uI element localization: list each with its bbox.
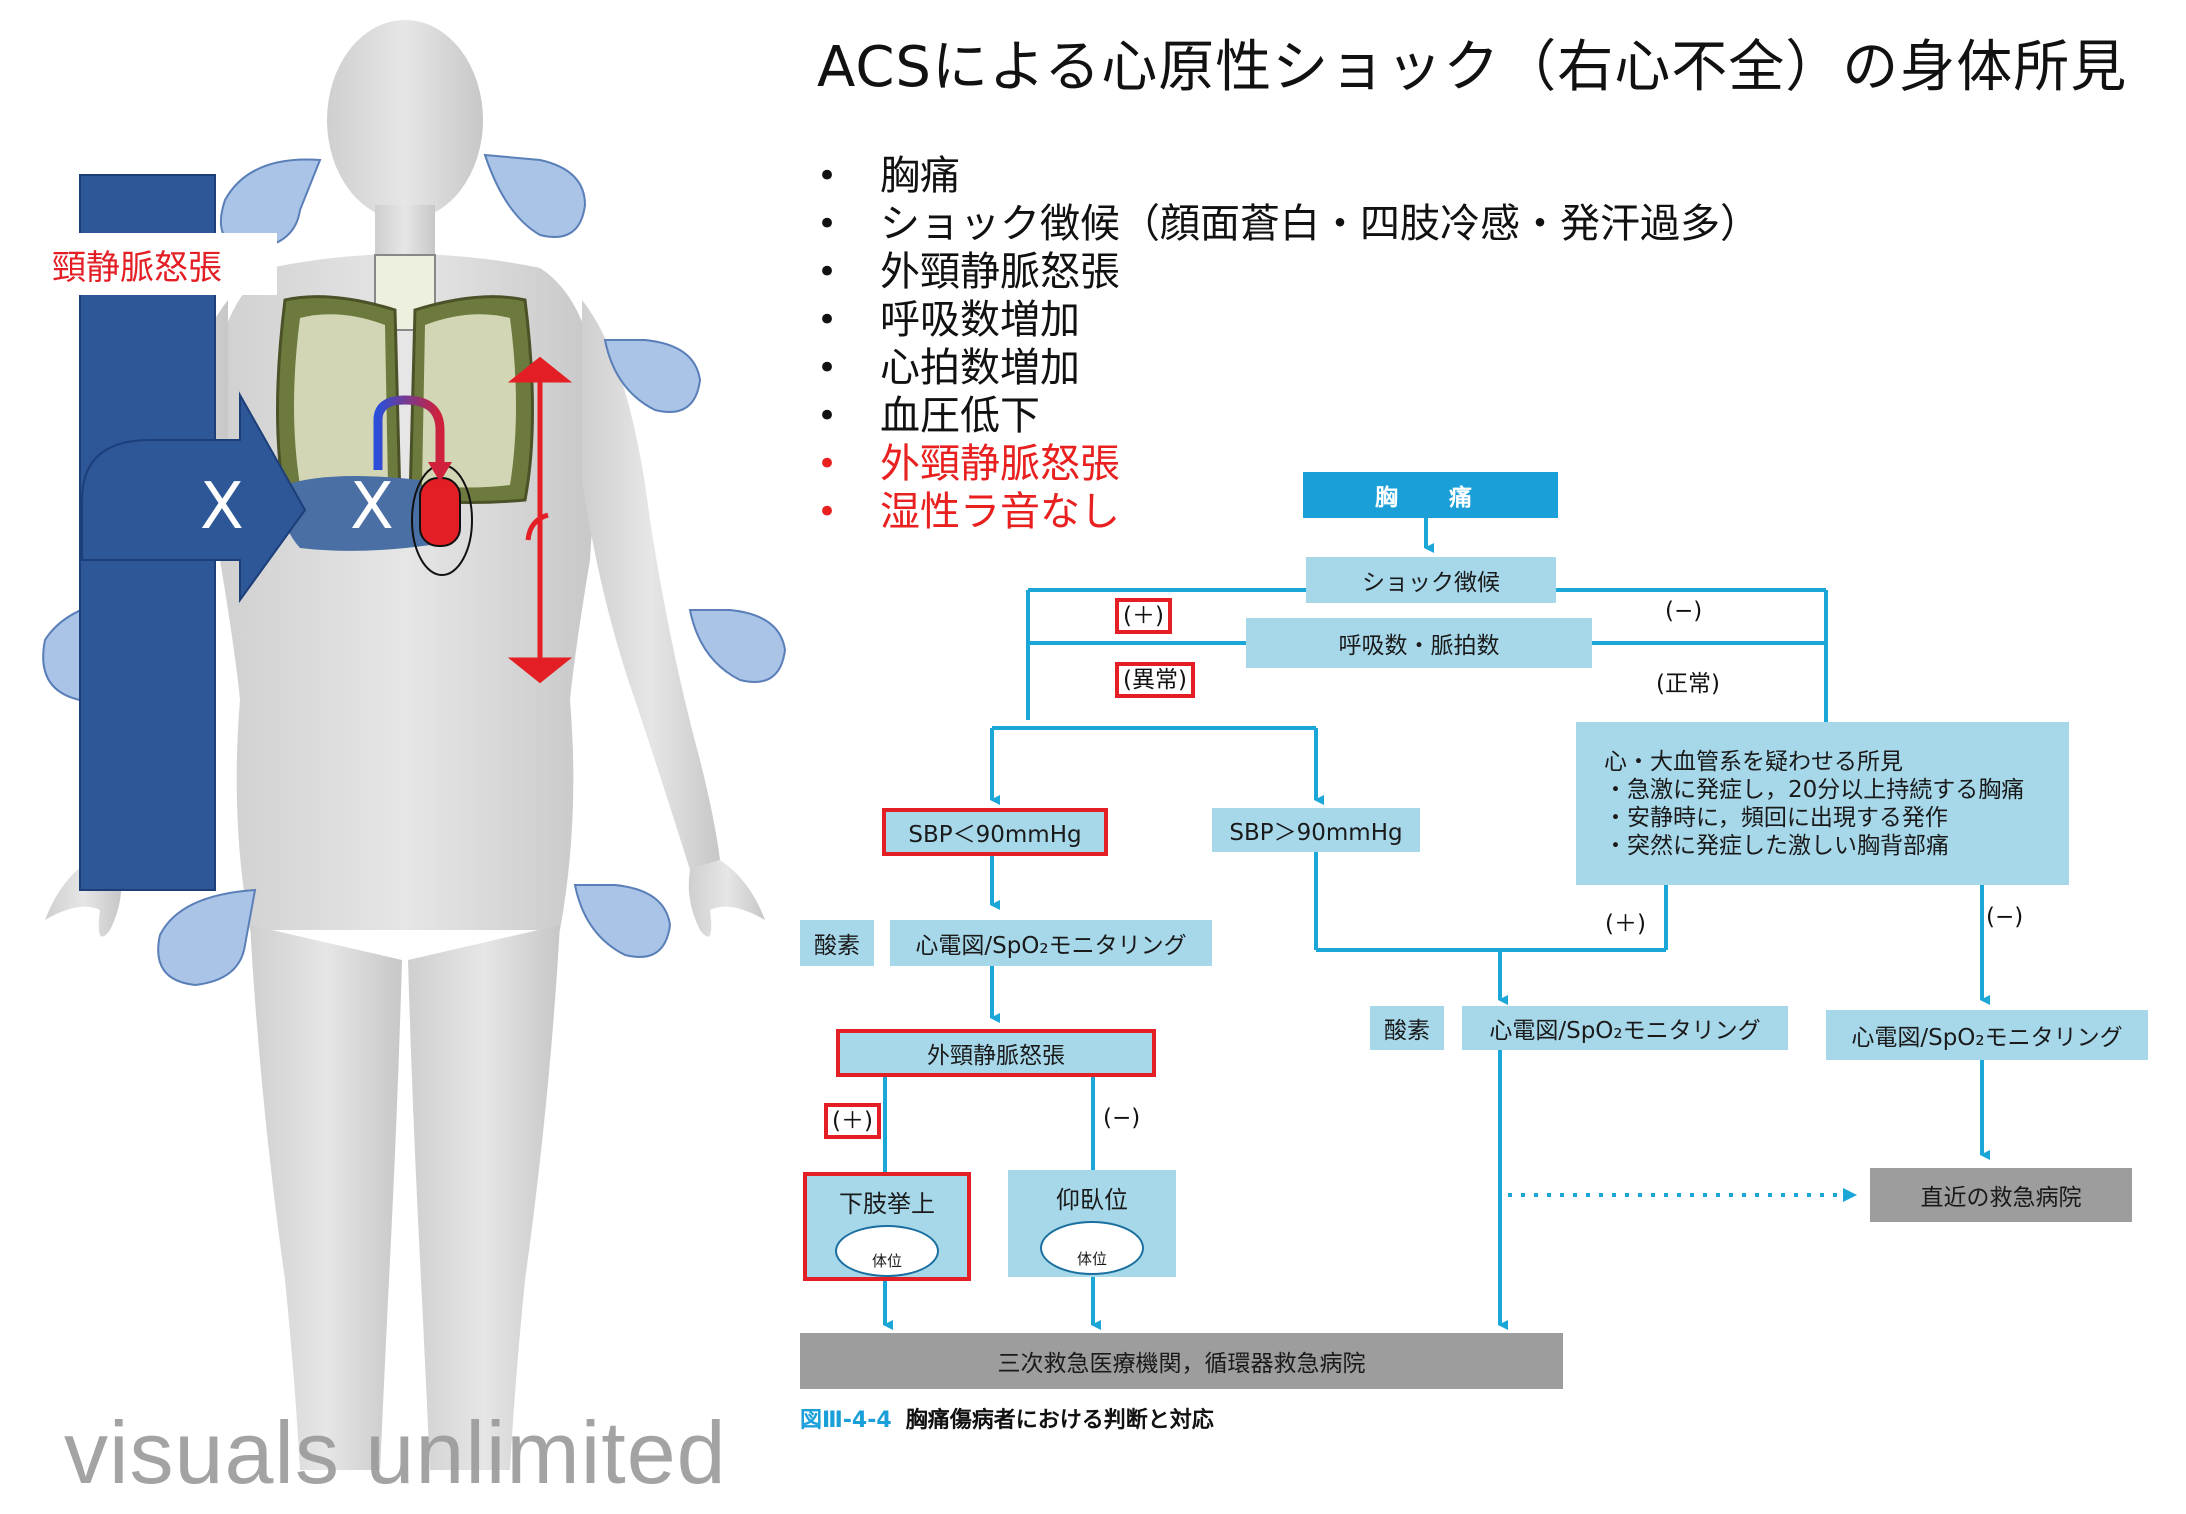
finding-item: 外頸静脈怒張 — [815, 248, 1760, 296]
jvd-label: 頸静脈怒張 — [42, 233, 277, 295]
supine-box: 仰臥位 体位 — [1008, 1170, 1176, 1277]
leg-raise-box: 下肢挙上 体位 — [803, 1172, 971, 1281]
leg-raise-label: 下肢挙上 — [839, 1190, 935, 1218]
finding-item: 胸痛 — [815, 152, 1760, 200]
finding-item: 血圧低下 — [815, 392, 1760, 440]
findings-list: 胸痛ショック徴候（顔面蒼白・四肢冷感・発汗過多）外頸静脈怒張呼吸数増加心拍数増加… — [815, 152, 1760, 536]
finding-item: 湿性ラ音なし — [815, 488, 1760, 536]
shock-signs-box: ショック徴候 — [1306, 557, 1556, 603]
leg-raise-position-icon: 体位 — [835, 1225, 939, 1277]
lungs-icon — [276, 295, 534, 504]
jvd-negative-label: (−) — [1103, 1105, 1141, 1131]
cardiac-findings-item-2: ・安静時に，頻回に出現する発作 — [1604, 804, 1948, 831]
shock-negative-label: (−) — [1665, 598, 1703, 624]
cardiac-findings-title: 心・大血管系を疑わせる所見 — [1604, 748, 1903, 775]
x-mark-left: X — [200, 470, 244, 544]
vitals-box: 呼吸数・脈拍数 — [1246, 618, 1592, 668]
position-label-leg: 体位 — [871, 1252, 902, 1270]
jvd-positive-label: (＋) — [824, 1103, 881, 1139]
nearest-er-box: 直近の救急病院 — [1870, 1168, 2132, 1222]
body-illustration — [42, 20, 787, 1470]
start-chest-pain-box: 胸 痛 — [1303, 472, 1558, 518]
cardiac-negative-label: (−) — [1986, 904, 2024, 930]
ecg-monitoring-box-right: 心電図/SpO₂モニタリング — [1826, 1010, 2148, 1060]
oxygen-box-right: 酸素 — [1370, 1006, 1444, 1050]
position-label-supine: 体位 — [1076, 1250, 1107, 1268]
sbp-high-box: SBP＞90mmHg — [1212, 808, 1420, 852]
cardiac-findings-box: 心・大血管系を疑わせる所見 ・急激に発症し，20分以上持続する胸痛 ・安静時に，… — [1576, 722, 2069, 885]
finding-item: 心拍数増加 — [815, 344, 1760, 392]
jvd-box: 外頸静脈怒張 — [836, 1029, 1156, 1077]
figure-caption-number: 図Ⅲ-4-4 — [800, 1408, 892, 1433]
venous-backflow-arrow — [81, 391, 307, 604]
cardiac-positive-label: (＋) — [1605, 911, 1646, 937]
heart-icon — [282, 395, 473, 576]
tertiary-care-box: 三次救急医療機関，循環器救急病院 — [800, 1333, 1563, 1389]
figure-caption: 図Ⅲ-4-4 胸痛傷病者における判断と対応 — [800, 1402, 1214, 1434]
finding-item: 呼吸数増加 — [815, 296, 1760, 344]
vitals-normal-label: (正常) — [1656, 671, 1720, 697]
sweat-drops-icon — [42, 153, 787, 987]
figure-caption-text: 胸痛傷病者における判断と対応 — [905, 1408, 1214, 1433]
page-title: ACSによる心原性ショック（右心不全）の身体所見 — [817, 35, 2128, 100]
finding-item: 外頸静脈怒張 — [815, 440, 1760, 488]
supine-position-icon: 体位 — [1040, 1221, 1144, 1275]
shock-positive-label: (＋) — [1115, 598, 1172, 634]
watermark: visuals unlimited — [64, 1403, 727, 1502]
finding-item: ショック徴候（顔面蒼白・四肢冷感・発汗過多） — [815, 200, 1760, 248]
supine-label: 仰臥位 — [1056, 1186, 1128, 1214]
x-mark-right: X — [350, 470, 394, 544]
ecg-monitoring-box-left: 心電図/SpO₂モニタリング — [890, 920, 1212, 966]
cardiac-findings-item-3: ・突然に発症した激しい胸背部痛 — [1604, 832, 1949, 859]
jvd-height-arrow — [507, 356, 573, 684]
oxygen-box-left: 酸素 — [800, 920, 874, 966]
cardiac-findings-item-1: ・急激に発症し，20分以上持続する胸痛 — [1604, 776, 2025, 803]
sbp-low-box: SBP＜90mmHg — [882, 808, 1108, 856]
vitals-abnormal-label: (異常) — [1115, 662, 1195, 698]
ecg-monitoring-box-center: 心電図/SpO₂モニタリング — [1462, 1006, 1788, 1050]
